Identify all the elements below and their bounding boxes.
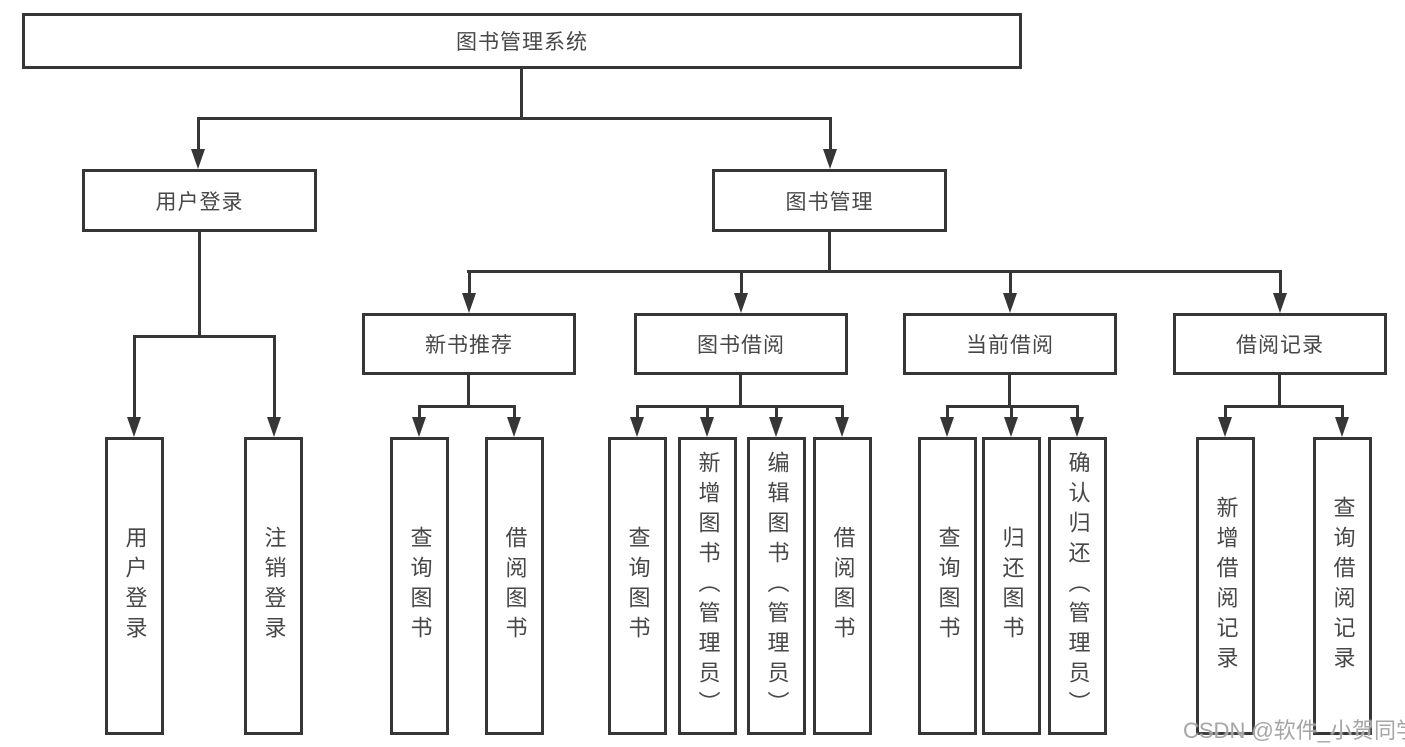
connector-hline [1224,405,1344,408]
node-br-query-record: 查询借阅记录 [1313,437,1372,735]
connector-arrow [1003,405,1019,437]
connector-vline [198,232,201,338]
node-user-login: 用户登录 [82,169,317,232]
connector-arrow [699,405,715,437]
connector-arrow [506,405,522,437]
connector-arrow [939,405,955,437]
connector-arrow [1334,405,1350,437]
node-root: 图书管理系统 [22,13,1022,69]
node-br-add-record: 新增借阅记录 [1196,437,1255,735]
connector-hline [418,405,516,408]
connector-arrow [266,335,282,437]
connector-vline [1278,375,1281,408]
node-book-management: 图书管理 [712,169,947,232]
node-bb-borrow-book: 借阅图书 [813,437,872,735]
node-cb-return-book: 归还图书 [982,437,1041,735]
node-logout: 注销登录 [244,437,303,735]
node-bb-add-book-admin: 新增图书（管理员） [678,437,737,735]
node-cb-confirm-return-admin: 确认归还（管理员） [1048,437,1107,735]
connector-vline [739,375,742,408]
connector-arrow [1217,405,1233,437]
connector-arrow [1272,270,1288,313]
connector-arrow [411,405,427,437]
watermark: CSDN @软件_小贺同学 [1183,718,1405,743]
node-bb-query-book: 查询图书 [608,437,667,735]
node-cb-query-book: 查询图书 [918,437,977,735]
node-book-borrow: 图书借阅 [634,313,848,375]
connector-vline [467,375,470,408]
node-nbr-borrow-book: 借阅图书 [485,437,544,735]
node-borrow-record: 借阅记录 [1173,313,1387,375]
connector-vline [828,232,831,273]
connector-arrow [1069,405,1085,437]
node-login: 用户登录 [105,437,164,735]
node-new-book-recommend: 新书推荐 [362,313,576,375]
connector-hline [946,405,1079,408]
connector-arrow [822,117,838,169]
node-current-borrow: 当前借阅 [903,313,1117,375]
node-nbr-query-book: 查询图书 [390,437,449,735]
connector-arrow [629,405,645,437]
connector-arrow [733,270,749,313]
connector-arrow [834,405,850,437]
connector-hline [467,270,1282,273]
connector-vline [520,69,523,120]
connector-arrow [768,405,784,437]
connector-arrow [461,270,477,313]
connector-arrow [1002,270,1018,313]
connector-arrow [190,117,206,169]
connector-hline [197,117,832,120]
connector-vline [1008,375,1011,408]
connector-hline [133,335,275,338]
connector-arrow [126,335,142,437]
connector-hline [636,405,844,408]
node-bb-edit-book-admin: 编辑图书（管理员） [747,437,806,735]
